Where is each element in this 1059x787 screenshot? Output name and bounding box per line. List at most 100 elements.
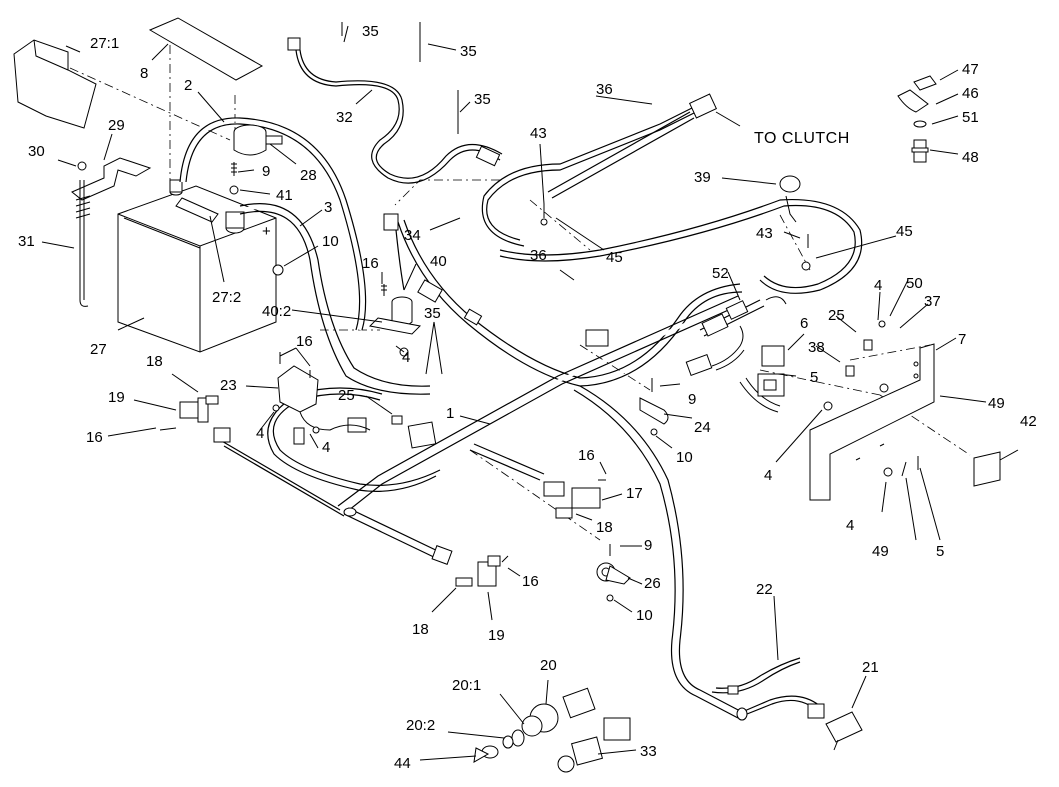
label-7: 7 [958, 331, 966, 348]
label-10-b: 10 [676, 449, 693, 466]
label-24: 24 [694, 419, 711, 436]
label-46: 46 [962, 85, 979, 102]
label-17: 17 [626, 485, 643, 502]
label-29: 29 [108, 117, 125, 134]
cap-39 [779, 175, 801, 223]
label-40: 40 [430, 253, 447, 270]
svg-text:+: + [262, 223, 271, 240]
label-41: 41 [276, 187, 293, 204]
label-43-a: 43 [530, 125, 547, 142]
label-5-a: 5 [810, 369, 818, 386]
label-6: 6 [800, 315, 808, 332]
label-16-e: 16 [522, 573, 539, 590]
label-45-b: 45 [896, 223, 913, 240]
seat-switch-19-b [455, 555, 501, 587]
label-4-f: 4 [874, 277, 882, 294]
label-3: 3 [324, 199, 332, 216]
label-19-a: 19 [108, 389, 125, 406]
label-43-b: 43 [756, 225, 773, 242]
label-32: 32 [336, 109, 353, 126]
label-9-b: 9 [688, 391, 696, 408]
battery-cover-27-1 [13, 39, 97, 129]
bracket-7 [809, 343, 935, 501]
label-44: 44 [394, 755, 411, 772]
label-20-1: 20:1 [452, 677, 481, 694]
hardware-46-48 [897, 75, 937, 163]
label-36-a: 36 [596, 81, 613, 98]
label-27-1: 27:1 [90, 35, 119, 52]
fuse-25b [845, 339, 873, 377]
label-18-a: 18 [146, 353, 163, 370]
label-35-c: 35 [474, 91, 491, 108]
label-5-b: 5 [936, 543, 944, 560]
label-10-c: 10 [636, 607, 653, 624]
label-38: 38 [808, 339, 825, 356]
label-10-a: 10 [322, 233, 339, 250]
ignition-switch-20 [502, 703, 559, 749]
label-40-2: 40:2 [262, 303, 291, 320]
label-4-b: 4 [256, 425, 264, 442]
label-45-a: 45 [606, 249, 623, 266]
hour-meter-21 [825, 711, 863, 751]
label-16-c: 16 [86, 429, 103, 446]
part-labels: 27:1 8 2 29 30 31 27 27:2 9 41 28 3 10 3… [18, 23, 1037, 772]
relay-icon [757, 345, 785, 397]
connectors [213, 93, 825, 741]
label-52: 52 [712, 265, 729, 282]
label-18-c: 18 [412, 621, 429, 638]
pto-switch-33 [557, 736, 604, 773]
label-8: 8 [140, 65, 148, 82]
label-42: 42 [1020, 413, 1037, 430]
label-9-a: 9 [262, 163, 270, 180]
label-20-2: 20:2 [406, 717, 435, 734]
label-36-b: 36 [530, 247, 547, 264]
label-25-b: 25 [828, 307, 845, 324]
switch-17 [555, 487, 601, 519]
label-34: 34 [404, 227, 421, 244]
label-35-d: 35 [424, 305, 441, 322]
label-35-b: 35 [460, 43, 477, 60]
label-27: 27 [90, 341, 107, 358]
main-harness-1 [219, 103, 863, 721]
label-49-b: 49 [872, 543, 889, 560]
label-22: 22 [756, 581, 773, 598]
label-19-b: 19 [488, 627, 505, 644]
label-37: 37 [924, 293, 941, 310]
label-31: 31 [18, 233, 35, 250]
hold-down-29 [71, 157, 152, 307]
label-49-a: 49 [988, 395, 1005, 412]
module-23 [272, 365, 371, 434]
label-4-d: 4 [764, 467, 772, 484]
label-1: 1 [446, 405, 454, 422]
label-16-a: 16 [362, 255, 379, 272]
label-33: 33 [640, 743, 657, 760]
label-30: 30 [28, 143, 45, 160]
ignition-key-icon [473, 745, 499, 763]
label-50: 50 [906, 275, 923, 292]
label-16-d: 16 [578, 447, 595, 464]
label-20: 20 [540, 657, 557, 674]
battery-cables [179, 117, 431, 395]
label-27-2: 27:2 [212, 289, 241, 306]
clamp-24 [639, 397, 669, 425]
harness-22 [711, 657, 801, 695]
label-26: 26 [644, 575, 661, 592]
label-9-c: 9 [644, 537, 652, 554]
label-18-b: 18 [596, 519, 613, 536]
label-4-c: 4 [322, 439, 330, 456]
label-25-a: 25 [338, 387, 355, 404]
label-4-a: 4 [402, 349, 410, 366]
starter-solenoid-40 [368, 229, 422, 357]
screws [159, 162, 957, 602]
battery-icon: + [117, 179, 277, 353]
label-51: 51 [962, 109, 979, 126]
label-4-e: 4 [846, 517, 854, 534]
label-35-a: 35 [362, 23, 379, 40]
label-23: 23 [220, 377, 237, 394]
label-2: 2 [184, 77, 192, 94]
cable-32 [287, 22, 503, 184]
clamp-26 [596, 562, 631, 585]
plate-42 [973, 451, 1001, 487]
label-28: 28 [300, 167, 317, 184]
